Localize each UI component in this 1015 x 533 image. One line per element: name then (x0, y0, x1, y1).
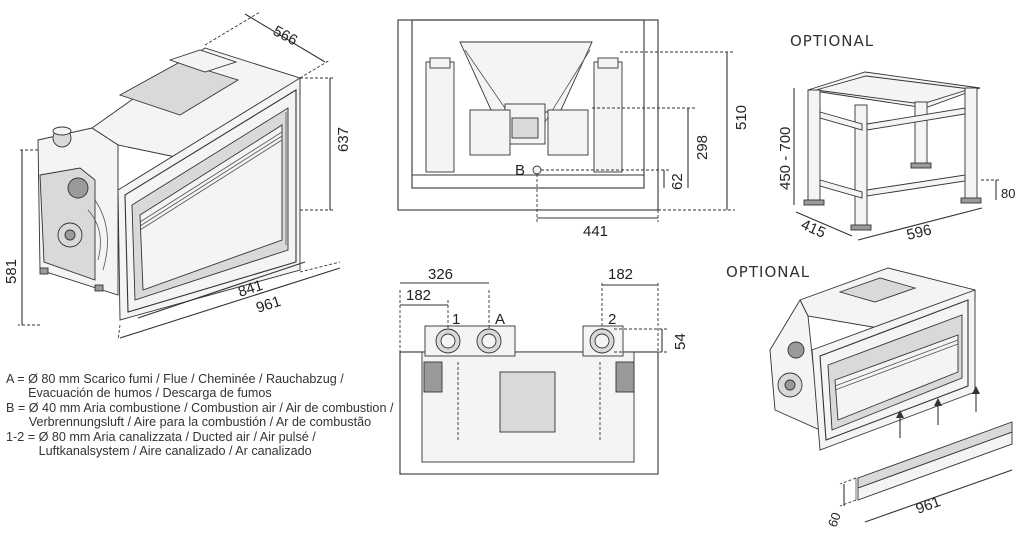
dim-stand-depth: 415 (798, 216, 828, 242)
label-optional-stand: OPTIONAL (790, 32, 874, 50)
legend-row-a: A = Ø 80 mm Scarico fumi / Flue / Chemin… (6, 372, 401, 400)
dim-top-offset-a: 326 (428, 266, 453, 283)
dim-main-height-left: 581 (3, 259, 20, 284)
legend-key: 1-2 = (6, 430, 39, 444)
label-point-1: 1 (452, 311, 460, 328)
dim-main-width-outer: 961 (254, 293, 283, 317)
dim-stand-width: 596 (905, 221, 933, 244)
dim-main-depth: 566 (270, 23, 300, 50)
dim-front-width-b: 441 (583, 223, 608, 240)
legend-key: A = (6, 372, 29, 386)
dim-kit-width: 961 (914, 493, 943, 518)
legend: A = Ø 80 mm Scarico fumi / Flue / Chemin… (6, 372, 401, 459)
legend-key: B = (6, 401, 29, 415)
dim-front-height-total: 510 (733, 105, 750, 130)
legend-text: Ø 80 mm Scarico fumi / Flue / Cheminée /… (28, 372, 344, 400)
top-view: 1 A 2 326 182 182 54 (399, 266, 689, 475)
legend-row-1-2: 1-2 = Ø 80 mm Aria canalizzata / Ducted … (6, 430, 401, 458)
dim-top-offset-2: 182 (608, 266, 633, 283)
label-point-b: B (515, 162, 525, 179)
dim-kit-height: 60 (825, 510, 844, 529)
optional-kit: OPTIONAL 961 60 (726, 263, 1013, 529)
dim-stand-height: 450 - 700 (777, 127, 794, 190)
dim-main-height-right: 637 (335, 127, 352, 152)
label-optional-kit: OPTIONAL (726, 263, 810, 281)
front-view: B 510 298 62 441 (397, 19, 750, 240)
label-point-2: 2 (608, 311, 616, 328)
legend-text: Ø 80 mm Aria canalizzata / Ducted air / … (38, 430, 316, 458)
dim-front-height-mid: 298 (694, 135, 711, 160)
main-unit-isometric: 566 637 581 841 961 (3, 11, 352, 341)
dim-stand-foot: 80 (1001, 186, 1015, 201)
label-point-a: A (495, 311, 505, 328)
legend-row-b: B = Ø 40 mm Aria combustione / Combustio… (6, 401, 401, 429)
dim-top-offset-1: 182 (406, 287, 431, 304)
dim-front-height-low: 62 (669, 173, 686, 190)
dim-top-depth: 54 (672, 333, 689, 350)
legend-text: Ø 40 mm Aria combustione / Combustion ai… (28, 401, 394, 429)
optional-stand: OPTIONAL 450 - 700 415 596 80 (777, 32, 1015, 244)
dim-main-width-inner: 841 (236, 277, 265, 301)
